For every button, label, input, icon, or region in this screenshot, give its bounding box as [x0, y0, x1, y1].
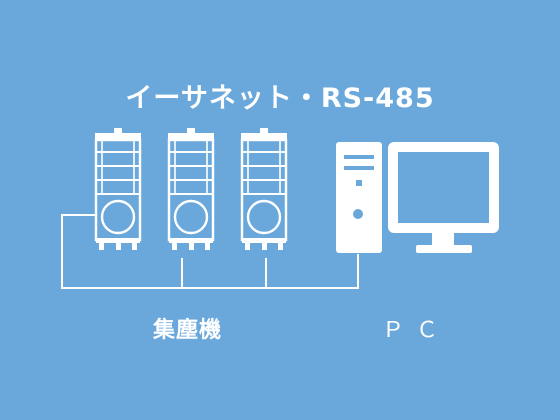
dust-collector-icon	[166, 126, 216, 252]
dust-collector-icon	[93, 126, 143, 252]
collectors-label: 集塵機	[153, 318, 223, 343]
pc-label: ＰＣ	[382, 318, 451, 343]
pc-monitor-icon	[388, 142, 499, 253]
network-cable	[61, 214, 359, 289]
dust-collector-icon	[239, 126, 289, 252]
diagram-title: イーサネット・RS-485	[125, 83, 435, 114]
pc-tower-icon	[336, 142, 382, 253]
